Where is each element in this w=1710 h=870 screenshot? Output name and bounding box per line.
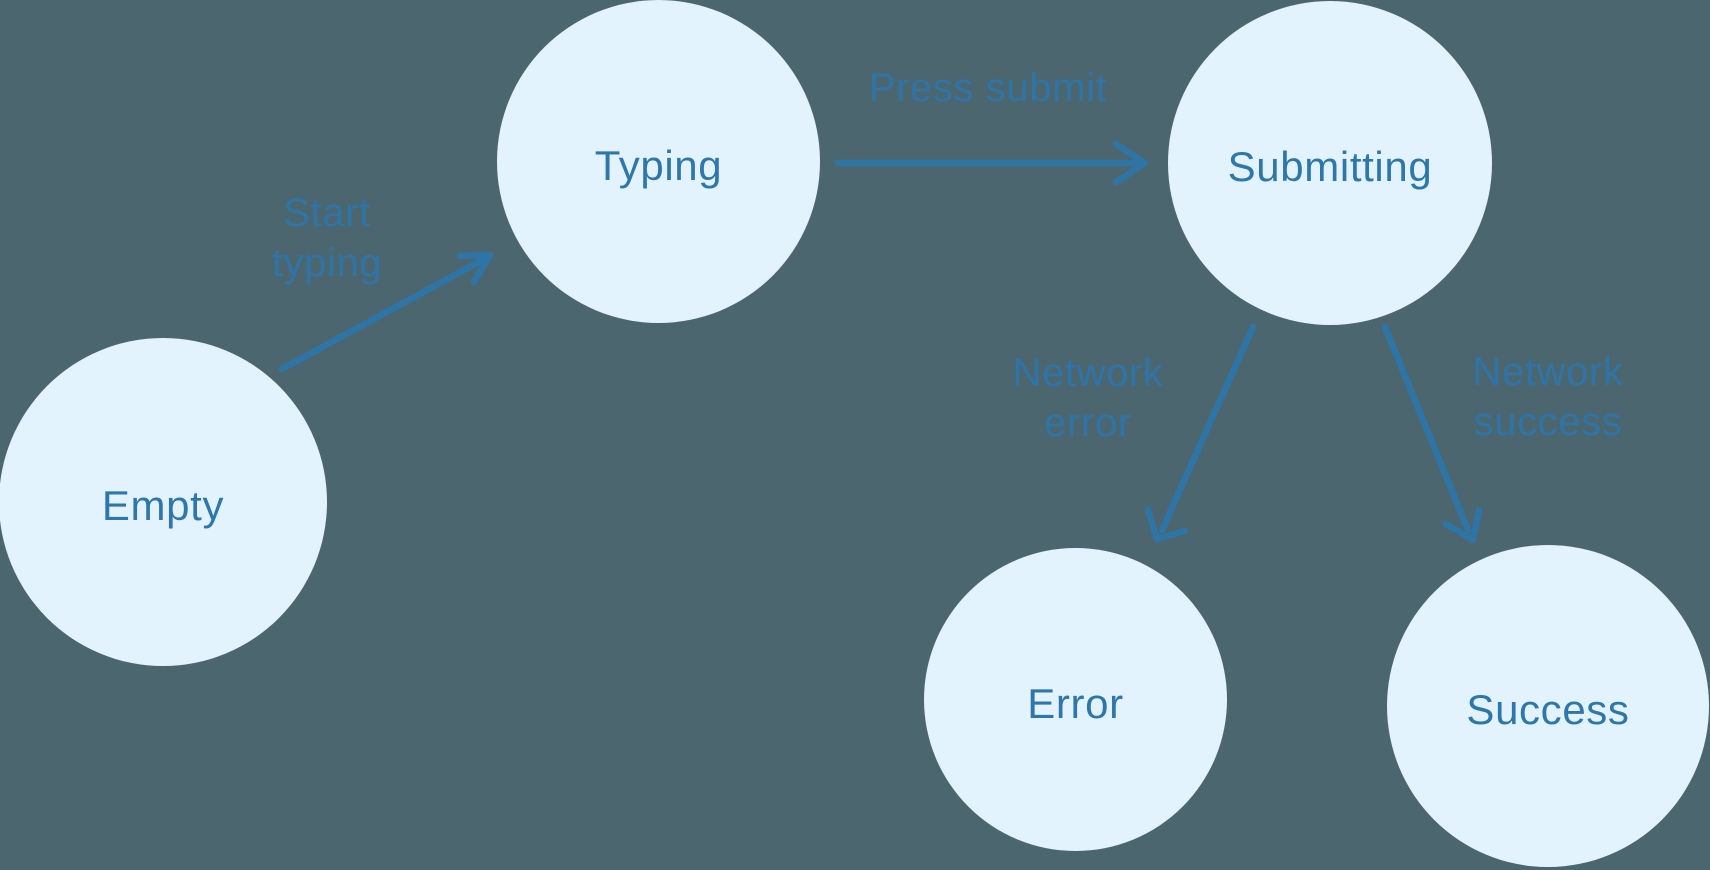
transition-arrow-typing-to-submitting: [834, 140, 1149, 186]
state-node-label: Empty: [101, 482, 225, 529]
state-node-label: Typing: [594, 141, 723, 189]
state-node-label: Success: [1466, 686, 1630, 733]
edge-line: [1381, 323, 1472, 534]
edge-label-line: Network: [1472, 350, 1624, 394]
edge-label-line: Start: [283, 191, 371, 235]
state-node-label: Submitting: [1227, 143, 1433, 190]
edge-label-line: success: [1473, 400, 1623, 444]
edge-label-press-submit: Press submit: [869, 63, 1107, 113]
edge-label-network-error: Network error: [1013, 348, 1164, 448]
state-node-empty: Empty: [0, 338, 327, 666]
edge-arrowhead: [456, 251, 494, 286]
edge-arrowhead: [1112, 140, 1149, 186]
edge-label-network-success: Network success: [1473, 347, 1624, 447]
edge-label-line: Network: [1012, 351, 1164, 395]
state-node-label: Error: [1027, 679, 1124, 727]
edge-line: [278, 254, 490, 373]
edge-label-line: error: [1044, 401, 1132, 445]
edge-label-start-typing: Start typing: [272, 188, 382, 288]
transition-arrow-submitting-to-error: [1144, 323, 1257, 543]
edge-arrowhead: [1144, 506, 1189, 543]
transition-arrow-submitting-to-success: [1381, 323, 1483, 544]
edge-label-line: typing: [271, 241, 383, 285]
state-node-success: Success: [1387, 545, 1709, 867]
edge-line: [1158, 323, 1257, 534]
transition-arrow-empty-to-typing: [278, 251, 494, 373]
edge-label-line: Press submit: [868, 66, 1108, 110]
state-node-submitting: Submitting: [1168, 1, 1492, 325]
edge-arrowhead: [1442, 506, 1483, 544]
state-node-error: Error: [924, 548, 1227, 851]
state-node-typing: Typing: [497, 0, 820, 323]
